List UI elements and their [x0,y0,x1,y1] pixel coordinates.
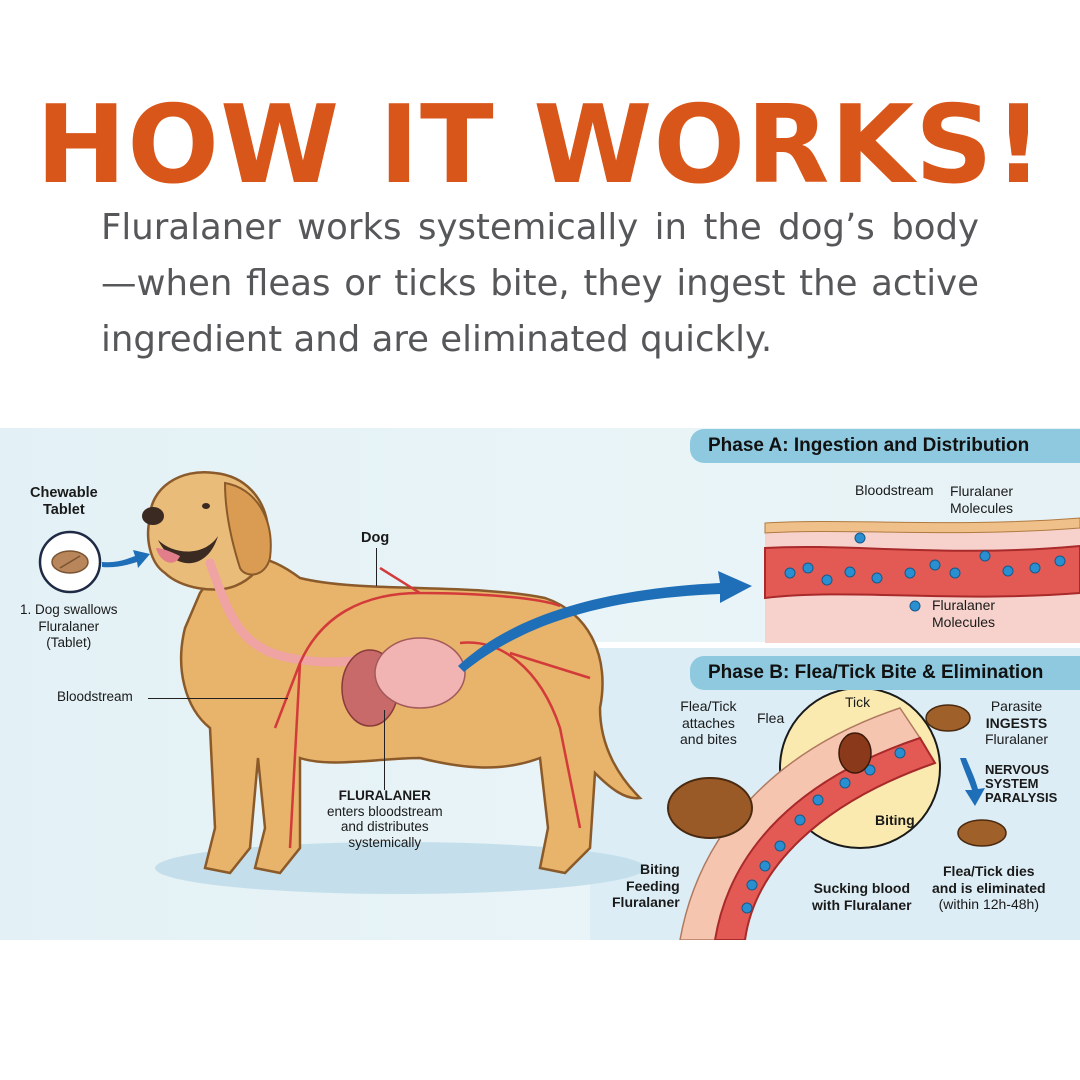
phase-a-vessel-illustration [764,517,1080,643]
attaches-label: Flea/Tick attaches and bites [680,698,737,747]
phase-a-molecules-top-label: Fluralaner Molecules [950,483,1014,516]
bloodstream-leader-line [148,698,288,699]
small-flea-icon [925,704,971,732]
fluralaner-label: FLURALANER enters bloodstream and distri… [327,788,443,850]
phase-a-header: Phase A: Ingestion and Distribution [690,429,1080,463]
dog-illustration [142,470,643,875]
tick-label: Tick [845,694,871,710]
distribution-arrow-icon [458,571,752,672]
swallow-arrow-icon [102,550,150,568]
flea-label: Flea [757,710,785,726]
mechanism-diagram: Chewable Tablet 1. Dog swallows Fluralan… [0,428,1080,940]
flea-icon [667,777,753,839]
dog-label: Dog [361,530,390,546]
tablet-label: Chewable Tablet [30,485,98,518]
ingests-label: Parasite INGESTS Fluralaner [985,698,1049,747]
dies-label: Flea/Tick dies and is eliminated (within… [932,863,1046,912]
panel-divider [590,642,1080,648]
bloodstream-label: Bloodstream [57,689,133,704]
tick-icon [838,732,872,774]
biting-label: Biting [875,812,915,828]
paralysis-label: NERVOUS SYSTEM PARALYSIS [985,762,1058,805]
page-title: HOW IT WORKS! [35,83,1045,208]
fluralaner-leader-line [384,710,385,790]
chewable-tablet-icon [38,530,102,594]
dog-leader-line [376,548,377,586]
phase-a-bloodstream-label: Bloodstream [855,482,934,498]
step1-label: 1. Dog swallows Fluralaner (Tablet) [20,602,118,650]
paralysis-arrow-icon [960,758,985,806]
phase-a-molecules-bottom-label: Fluralaner Molecules [932,597,996,630]
diagram-artwork [38,470,1080,940]
feeding-label: Biting Feeding Fluralaner [612,861,680,910]
description-text: Fluralaner works systemically in the dog… [101,207,979,360]
phase-b-vessel-illustration [667,687,1007,940]
sucking-label: Sucking blood with Fluralaner [812,880,912,913]
dead-flea-icon [957,819,1007,847]
phase-b-header: Phase B: Flea/Tick Bite & Elimination [690,656,1080,690]
